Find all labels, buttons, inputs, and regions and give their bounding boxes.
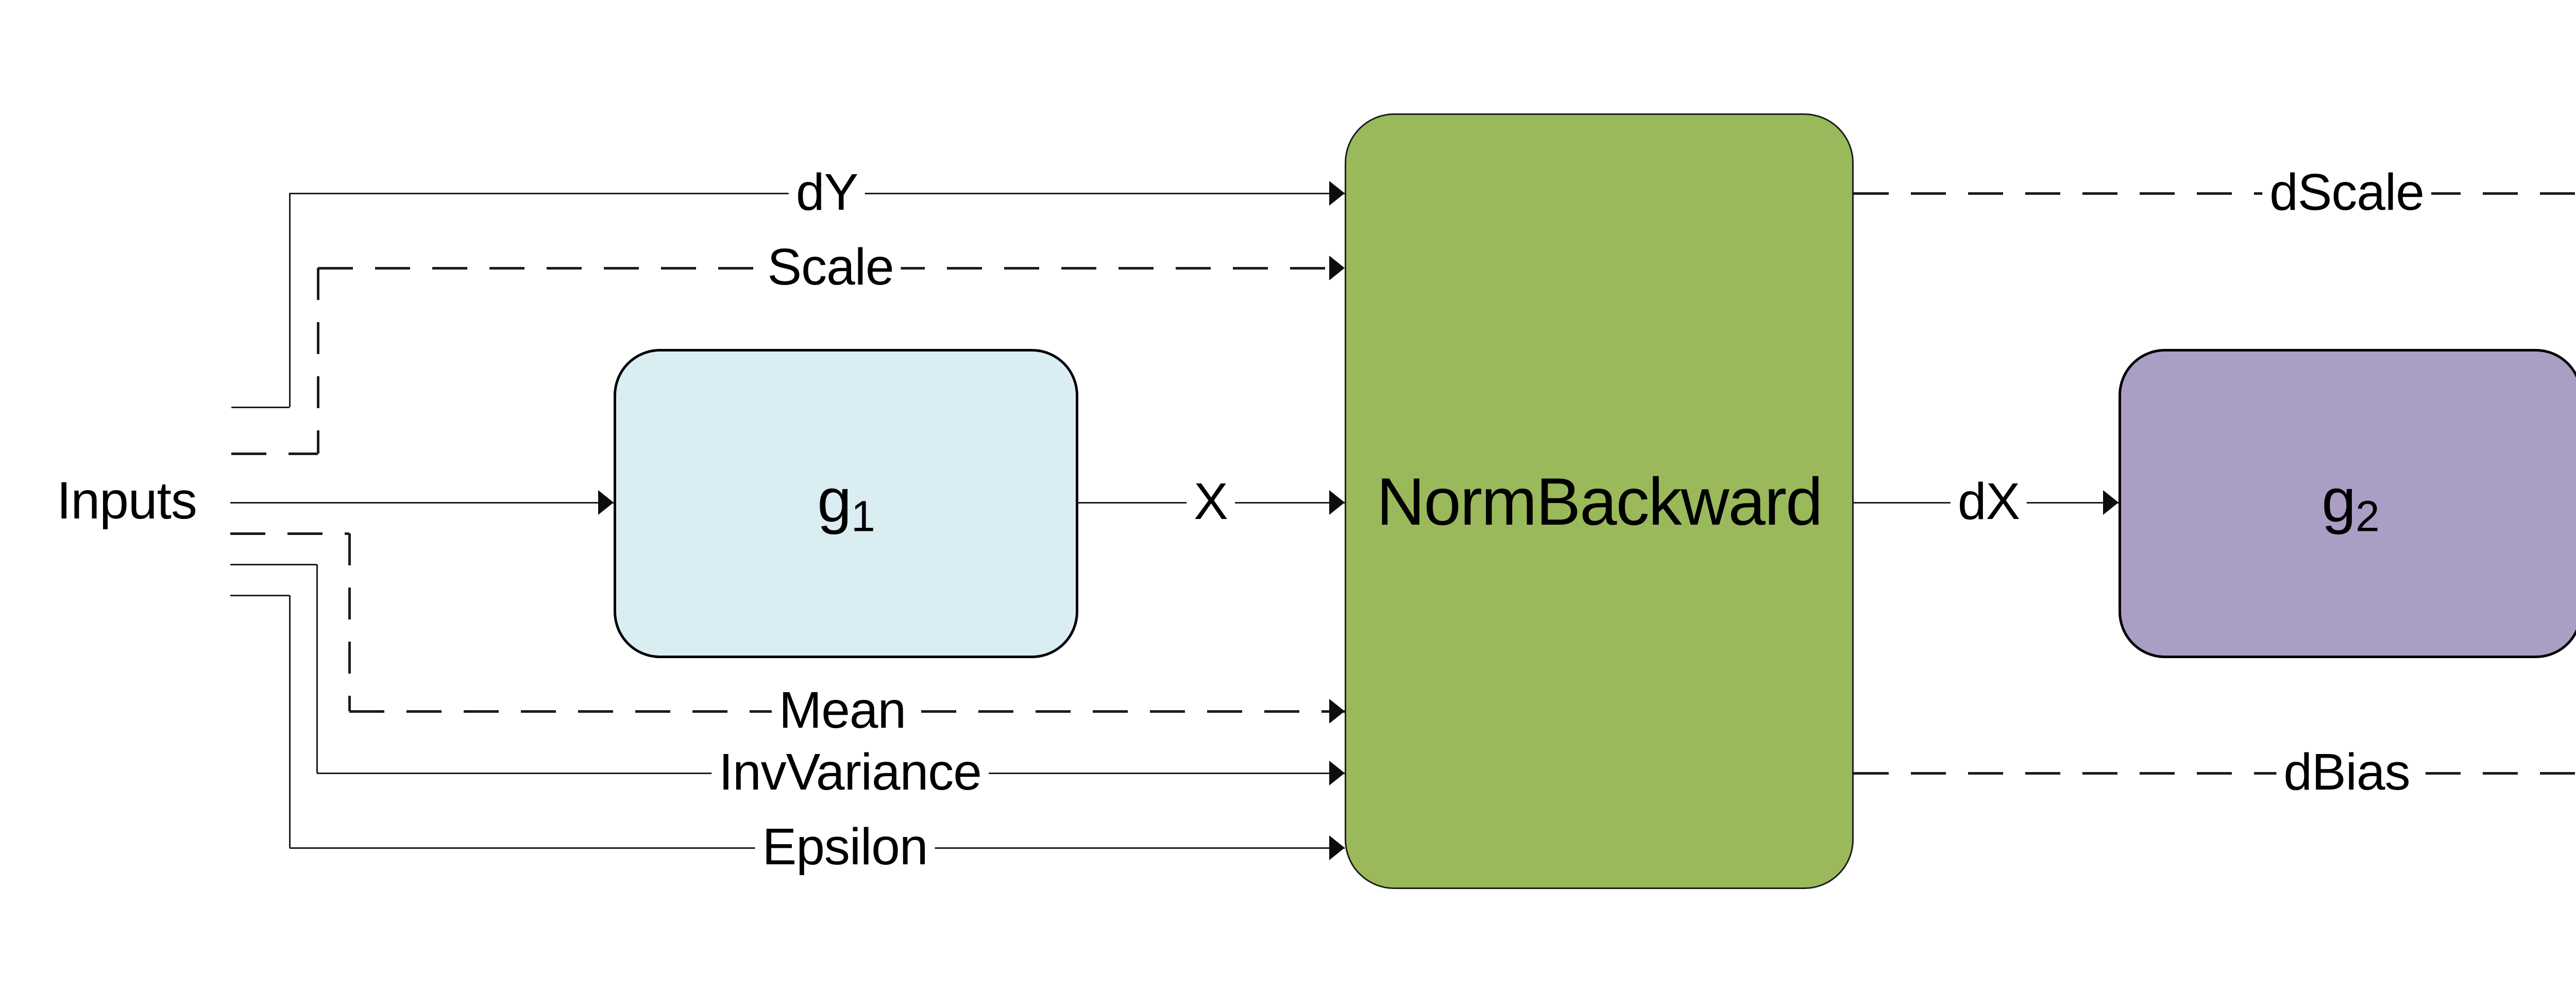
node-g1[interactable]: g1 [614,349,1078,658]
node-g1-label: g1 [817,465,875,541]
edge-inputs-to-g1-segment [230,501,614,504]
edge-inputs-to-g1-arrowhead-icon [598,490,614,515]
edge-label-invvariance: InvVariance [711,743,989,801]
edge-scale-segment [316,268,319,454]
node-normbackward-label: NormBackward [1376,463,1823,539]
edge-invvariance-arrowhead-icon [1329,761,1345,785]
edge-dbias-segment [1854,772,2576,775]
inputs-label: Inputs [57,471,197,530]
node-g2[interactable]: g2 [2119,349,2576,658]
edge-epsilon-segment [230,594,290,596]
edge-mean-arrowhead-icon [1329,699,1345,724]
edge-label-dy: dY [788,163,866,221]
edge-label-dbias: dBias [2276,743,2417,801]
edge-epsilon-arrowhead-icon [1329,835,1345,860]
edge-label-x: X [1187,472,1235,530]
edge-epsilon-segment [289,595,291,848]
edge-dy-arrowhead-icon [1329,181,1345,206]
edge-label-epsilon: Epsilon [755,817,935,876]
edge-label-scale: Scale [760,238,901,296]
edge-dy-segment [289,193,291,407]
node-g2-label: g2 [2321,465,2379,541]
edge-scale-arrowhead-icon [1329,256,1345,280]
edge-scale-segment [231,452,318,455]
edge-invvariance-segment [230,563,317,565]
edge-invvariance-segment [316,564,318,773]
edge-label-dx: dX [1950,472,2027,530]
edge-dscale-segment [1854,192,2576,195]
edge-x-arrowhead-icon [1329,490,1345,515]
node-normbackward[interactable]: NormBackward [1345,113,1854,889]
edge-dy-segment [231,406,290,408]
edge-label-dscale: dScale [2262,163,2431,221]
edge-mean-segment [230,532,349,535]
edge-label-mean: Mean [771,681,913,739]
edge-mean-segment [348,533,351,711]
edge-dx-arrowhead-icon [2103,490,2119,515]
